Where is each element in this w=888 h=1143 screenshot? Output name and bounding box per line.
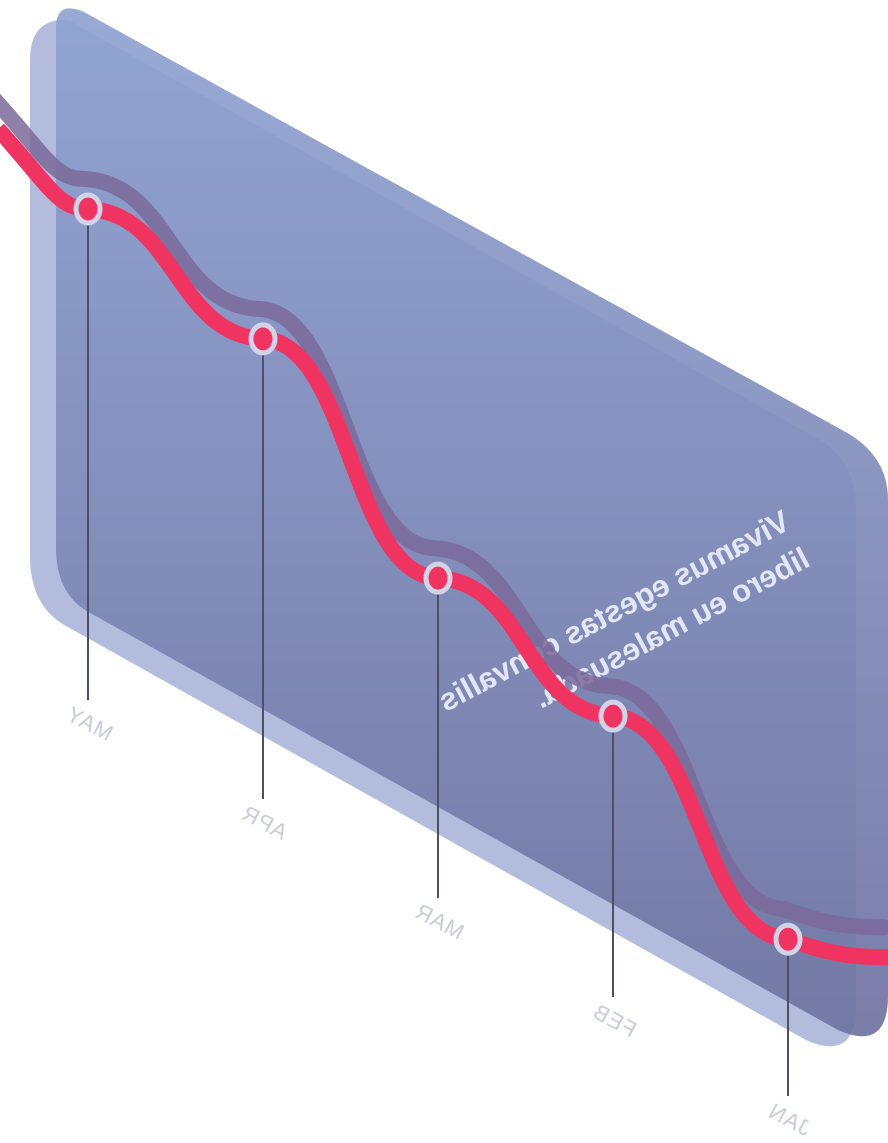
data-point-jan	[773, 922, 803, 956]
tick-label-apr: APR	[237, 800, 291, 845]
data-point-apr	[248, 322, 278, 356]
leader-lines	[87, 209, 789, 1096]
tick-label-may: MAY	[62, 701, 117, 746]
data-point-mar	[423, 561, 453, 595]
tick-label-feb: FEB	[588, 999, 640, 1043]
tick-label-jan: JAN	[764, 1098, 815, 1141]
data-point-feb	[598, 699, 628, 733]
tick-label-mar: MAR	[411, 898, 469, 944]
data-markers	[73, 192, 803, 956]
series-shadow	[0, 93, 888, 936]
data-point-may	[73, 192, 103, 226]
